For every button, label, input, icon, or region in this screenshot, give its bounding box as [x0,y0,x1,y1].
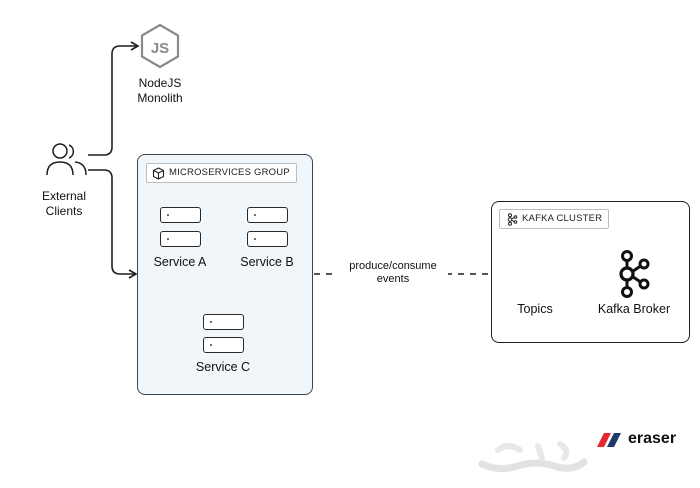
nodejs-label-line1: NodeJS [138,76,182,90]
clients-label-line1: External [41,189,87,203]
service-c-instance-2[interactable] [203,337,244,353]
users-icon [44,141,88,181]
kafka-broker-label: Kafka Broker [597,302,671,316]
service-c-label: Service C [195,360,251,374]
nodejs-label-line2: Monolith [137,91,183,105]
svg-text:JS: JS [151,40,169,57]
watermark-logo [478,441,588,473]
eraser-logo-icon [597,433,621,447]
edge-events-label-line2: events [376,273,410,285]
edge-events-label: produce/consume events [338,260,448,286]
kafka-cluster-title: KAFKA CLUSTER [522,213,603,224]
service-a-instance-2[interactable] [160,231,201,247]
kafka-cluster-tag: KAFKA CLUSTER [499,209,610,229]
kafka-cluster-group[interactable]: KAFKA CLUSTER [491,201,690,343]
kafka-icon [507,213,518,226]
clients-label-line2: Clients [45,204,83,218]
service-a-instance-1[interactable] [160,207,201,223]
edge-events-label-line1: produce/consume [349,260,437,272]
edge-clients-to-nodejs [88,41,140,156]
nodejs-label: NodeJS Monolith [120,76,200,106]
service-b-instance-2[interactable] [247,231,288,247]
cube-icon [152,167,165,180]
kafka-logo-icon[interactable] [616,250,650,298]
edge-clients-to-microservices [88,169,138,279]
service-b-instance-1[interactable] [247,207,288,223]
nodejs-hexagon-icon: JS [139,23,181,69]
topics-label: Topics [517,302,553,316]
microservices-group-tag: MICROSERVICES GROUP [146,163,297,183]
service-a-label: Service A [153,255,207,269]
microservices-group-title: MICROSERVICES GROUP [169,167,290,178]
clients-label: External Clients [24,189,104,219]
service-b-label: Service B [240,255,294,269]
service-c-instance-1[interactable] [203,314,244,330]
eraser-brand-name: eraser [628,430,677,447]
microservices-group[interactable]: MICROSERVICES GROUP [137,154,313,395]
